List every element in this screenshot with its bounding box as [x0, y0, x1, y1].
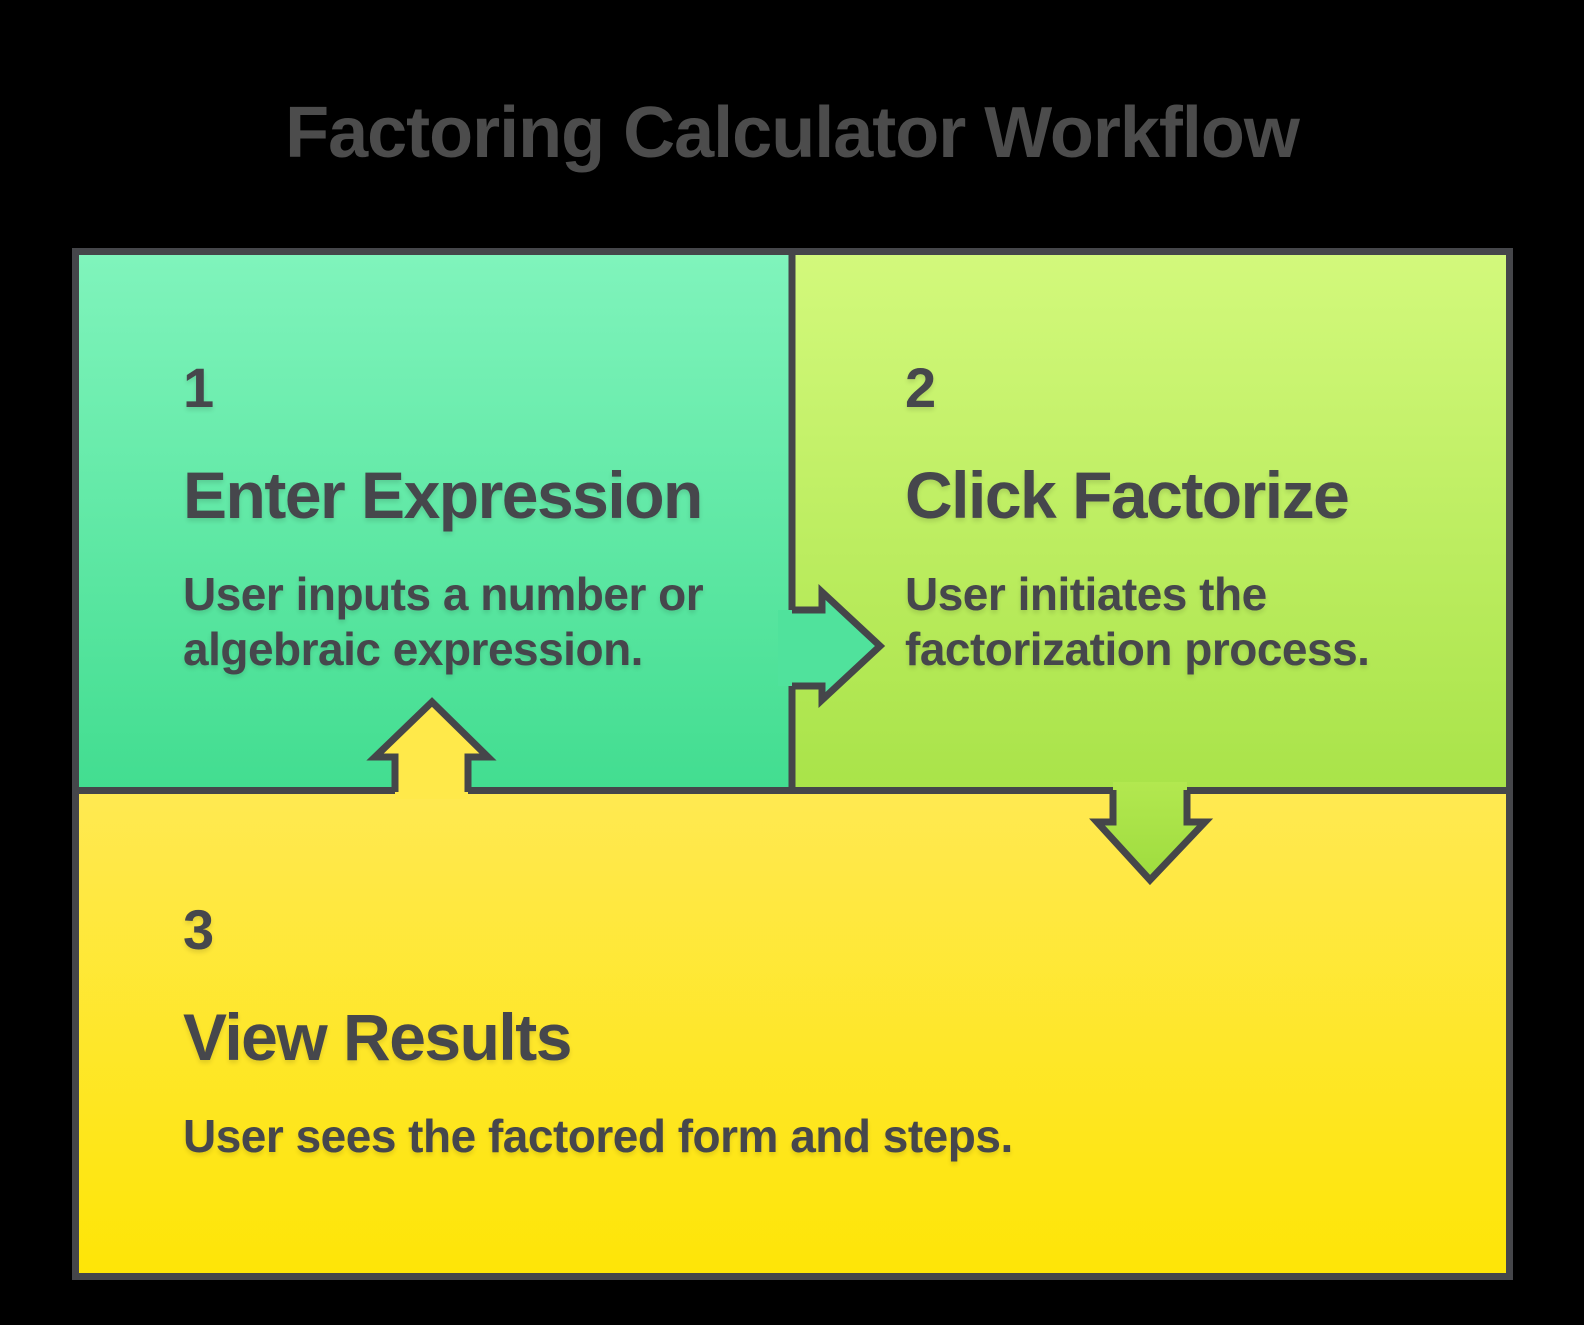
step1-description-line1: User inputs a number or: [183, 568, 704, 620]
step2-panel: [788, 248, 1513, 794]
arrow-up-outline: [366, 697, 497, 792]
step1-description: User inputs a number or algebraic expres…: [183, 567, 704, 677]
step1-description-line2: algebraic expression.: [183, 623, 643, 675]
step2-description-line1: User initiates the: [905, 568, 1267, 620]
step1-number: 1: [183, 356, 215, 419]
step3-description: User sees the factored form and steps.: [183, 1109, 1013, 1164]
step3-description-line1: User sees the factored form and steps.: [183, 1110, 1013, 1162]
arrow-up-icon: [375, 702, 488, 799]
page-title: Factoring Calculator Workflow: [285, 93, 1300, 173]
step3-number: 3: [183, 898, 215, 961]
arrow-down-icon: [1097, 782, 1205, 880]
step3-heading: View Results: [183, 1000, 572, 1074]
step2-description-line2: factorization process.: [905, 623, 1370, 675]
step2-number: 2: [905, 356, 937, 419]
step2-description: User initiates the factorization process…: [905, 567, 1370, 677]
step2-heading: Click Factorize: [905, 458, 1350, 532]
step1-heading: Enter Expression: [183, 458, 703, 532]
arrow-right-icon: [778, 592, 880, 700]
step3-panel: [72, 787, 1513, 1280]
arrow-down-outline: [1089, 790, 1214, 886]
arrow-right-outline: [792, 583, 886, 709]
